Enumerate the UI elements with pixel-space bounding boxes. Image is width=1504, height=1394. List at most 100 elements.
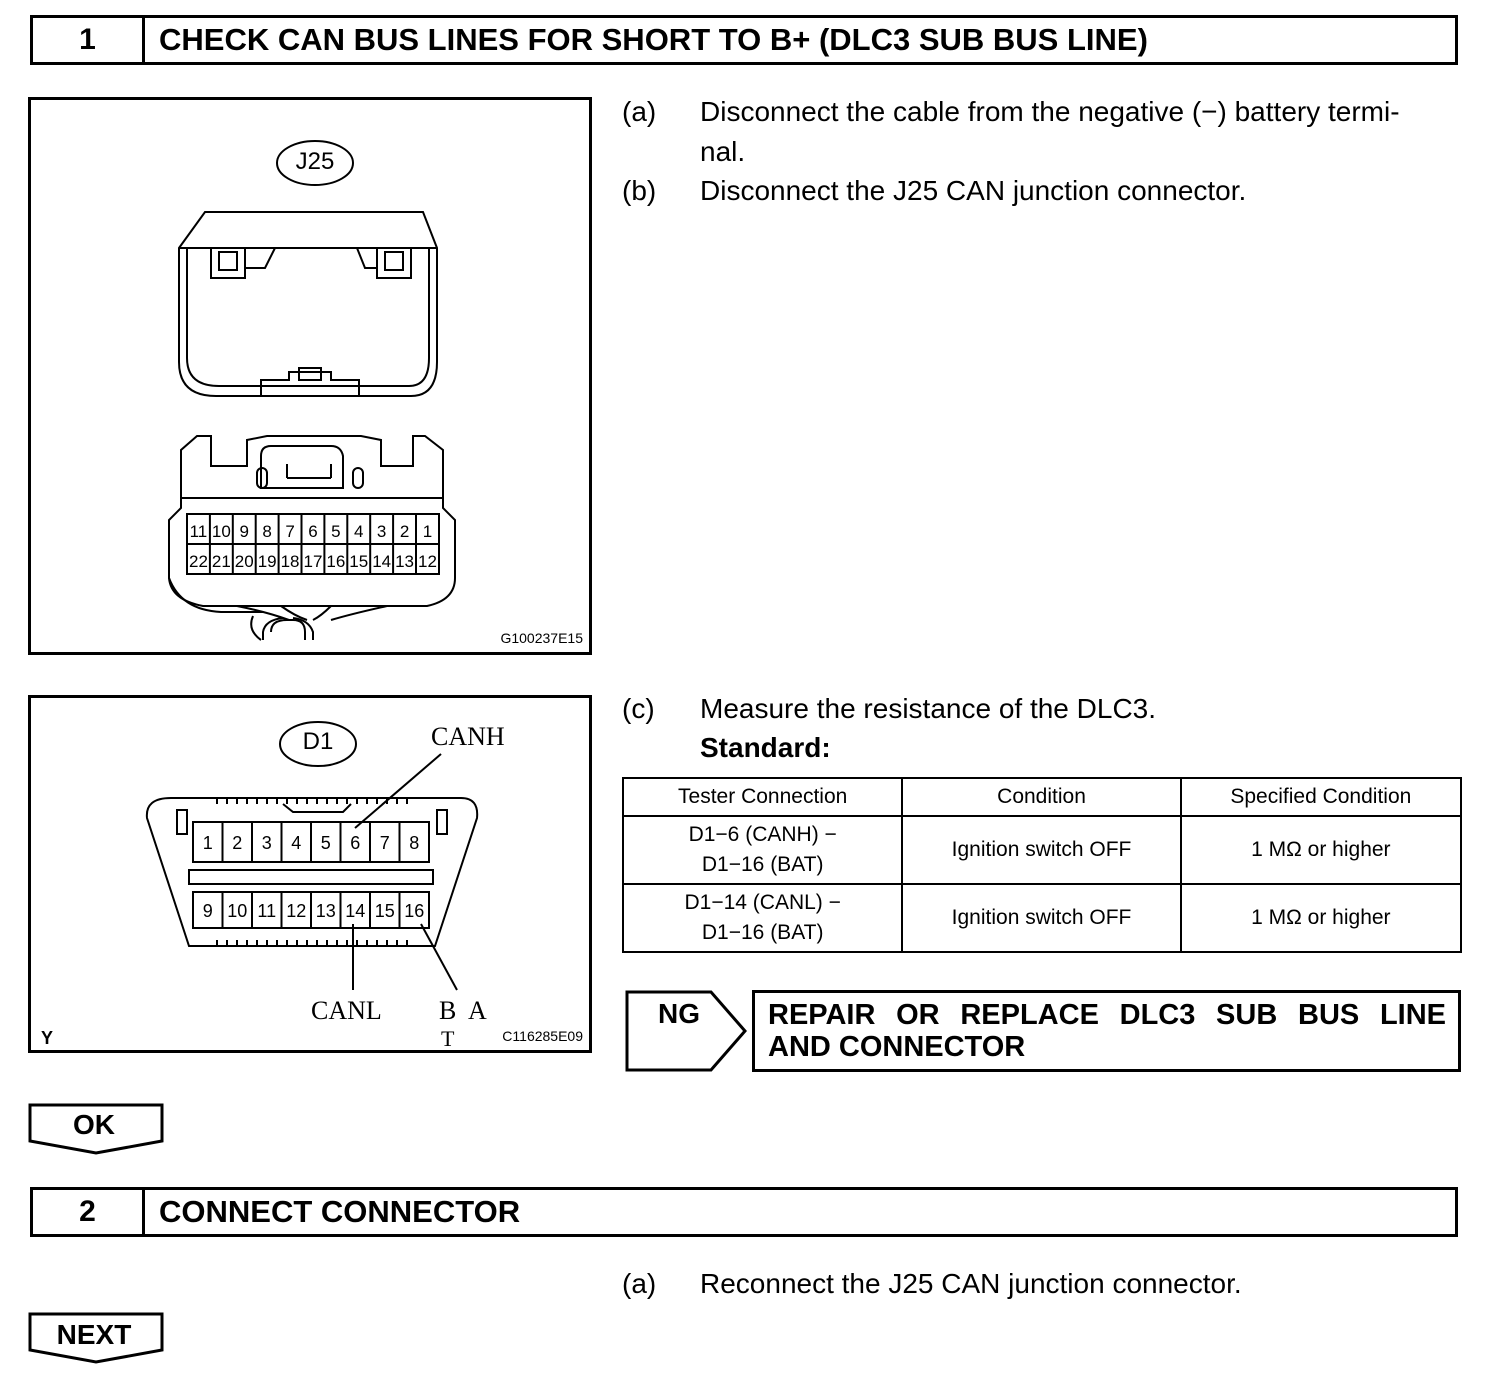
pin-number: 12 — [286, 901, 306, 921]
instruction-label: (c) — [622, 693, 655, 724]
pin-number: 4 — [291, 833, 301, 853]
pin-number: 8 — [262, 522, 271, 541]
connection-line: D1−16 (BAT) — [701, 921, 824, 944]
pin-number: 13 — [395, 552, 414, 571]
column-header: Tester Connection — [621, 777, 904, 817]
pin-number: 11 — [257, 901, 276, 921]
step-1-header: 1 CHECK CAN BUS LINES FOR SHORT TO B+ (D… — [30, 15, 1458, 65]
pin-number: 15 — [349, 552, 368, 571]
instruction-label: (b) — [622, 175, 657, 206]
connection-line: D1−6 (CANH) − — [688, 823, 837, 846]
pin-number: 5 — [321, 833, 331, 853]
next-label: NEXT — [56, 1319, 132, 1350]
pin-number: 22 — [189, 552, 208, 571]
condition-cell: Ignition switch OFF — [901, 883, 1182, 953]
pin-number: 9 — [203, 901, 213, 921]
pin-number: 14 — [372, 552, 391, 571]
instruction-label: (a) — [622, 96, 657, 127]
spec-table: Tester Connection Condition Specified Co… — [621, 777, 1463, 953]
step-title: CONNECT CONNECTOR — [159, 1194, 521, 1229]
tester-connection-cell: D1−14 (CANL) − D1−16 (BAT) — [621, 883, 904, 953]
connection-line: D1−16 (BAT) — [701, 853, 824, 876]
instruction-text: Measure the resistance of the DLC3. — [700, 693, 1157, 724]
pin-number: 8 — [409, 833, 419, 853]
pin-number: 1 — [423, 522, 432, 541]
ng-arrow-box — [625, 990, 747, 1072]
specified-condition-cell: 1 MΩ or higher — [1179, 883, 1463, 953]
ng-label: NG — [658, 998, 700, 1029]
pin-number: 9 — [240, 522, 249, 541]
instruction-b: (b) Disconnect the J25 CAN junction conn… — [622, 171, 1472, 211]
pin-number: 21 — [212, 552, 231, 571]
pin-number: 19 — [258, 552, 277, 571]
step-number: 1 — [33, 18, 145, 62]
pin-number: 7 — [285, 522, 294, 541]
table-row: D1−14 (CANL) − D1−16 (BAT) Ignition swit… — [621, 883, 1463, 953]
bat-label-a: A — [468, 996, 487, 1025]
instruction-text: Reconnect the J25 CAN junction connector… — [700, 1268, 1242, 1299]
canl-label: CANL — [311, 996, 382, 1025]
instruction-c: (c) Measure the resistance of the DLC3. — [622, 689, 1472, 729]
figure-code: G100237E15 — [500, 630, 583, 646]
table-row: D1−6 (CANH) − D1−16 (BAT) Ignition switc… — [621, 815, 1463, 885]
pin-number: 2 — [232, 833, 242, 853]
pin-number: 14 — [345, 901, 365, 921]
j25-label: J25 — [295, 148, 335, 175]
pin-number: 3 — [377, 522, 386, 541]
pin-number: 10 — [212, 522, 231, 541]
bat-label-t: T — [441, 1026, 455, 1051]
specified-condition-cell: 1 MΩ or higher — [1179, 815, 1463, 885]
condition-cell: Ignition switch OFF — [901, 815, 1182, 885]
pin-number: 2 — [400, 522, 409, 541]
pin-number: 6 — [308, 522, 317, 541]
figure-code: C116285E09 — [502, 1028, 583, 1044]
step-title: CHECK CAN BUS LINES FOR SHORT TO B+ (DLC… — [159, 22, 1148, 57]
pin-number: 4 — [354, 522, 363, 541]
pin-number: 10 — [227, 901, 247, 921]
instruction-a: (a) Disconnect the cable from the negati… — [622, 92, 1472, 172]
pin-number: 16 — [404, 901, 424, 921]
instruction-text-cont: nal. — [700, 136, 746, 167]
pin-number: 17 — [303, 552, 322, 571]
pin-number: 12 — [418, 552, 437, 571]
ok-arrow-shape — [28, 1103, 164, 1155]
ng-result-line2: AND CONNECTOR — [768, 1031, 1026, 1063]
next-arrow-shape — [28, 1312, 164, 1364]
pin-number: 7 — [380, 833, 390, 853]
column-header: Condition — [901, 777, 1182, 817]
d1-label: D1 — [302, 728, 334, 755]
instruction-label: (a) — [622, 1268, 657, 1299]
pin-number: 3 — [262, 833, 272, 853]
canh-label: CANH — [431, 722, 505, 751]
column-header: Specified Condition — [1179, 777, 1463, 817]
bat-label-b: B — [439, 996, 457, 1025]
ok-label: OK — [73, 1109, 115, 1140]
corner-mark: Y — [41, 1028, 54, 1048]
connection-line: D1−14 (CANL) − — [684, 891, 841, 914]
pin-number: 5 — [331, 522, 340, 541]
pin-number: 1 — [203, 833, 213, 853]
tester-connection-cell: D1−6 (CANH) − D1−16 (BAT) — [621, 815, 904, 885]
pin-number: 16 — [326, 552, 345, 571]
pin-number: 20 — [235, 552, 254, 571]
ng-result-box: REPAIR OR REPLACE DLC3 SUB BUS LINE AND … — [752, 990, 1461, 1072]
instruction-text: Disconnect the cable from the negative (… — [700, 96, 1400, 127]
step-number: 2 — [33, 1190, 145, 1234]
table-header-row: Tester Connection Condition Specified Co… — [621, 777, 1463, 817]
instruction-2a: (a) Reconnect the J25 CAN junction conne… — [622, 1264, 1472, 1304]
pin-number: 18 — [281, 552, 300, 571]
pin-number: 11 — [190, 522, 208, 541]
pin-number: 6 — [350, 833, 360, 853]
standard-label: Standard: — [700, 732, 831, 763]
ok-button[interactable]: OK — [28, 1103, 165, 1155]
pin-number: 13 — [316, 901, 336, 921]
pin-number: 15 — [375, 901, 395, 921]
step-2-header: 2 CONNECT CONNECTOR — [30, 1187, 1458, 1237]
ng-result-line1: REPAIR OR REPLACE DLC3 SUB BUS LINE — [768, 999, 1446, 1031]
instruction-text: Disconnect the J25 CAN junction connecto… — [700, 175, 1247, 206]
next-button[interactable]: NEXT — [28, 1312, 165, 1364]
